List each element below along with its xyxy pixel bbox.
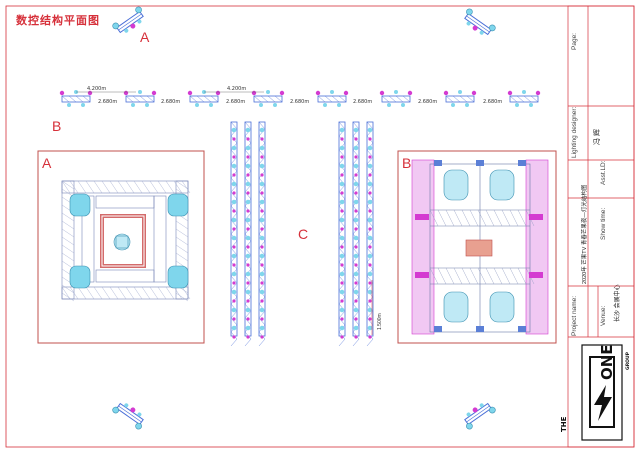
b-row-fixture — [187, 90, 221, 107]
corner-fixture-top-left — [112, 6, 144, 34]
label-c: C — [298, 226, 309, 242]
showtime-label: Show time: — [600, 207, 607, 240]
dim-top-1: 4.200m — [87, 86, 107, 92]
c-column — [338, 121, 346, 347]
b-row-fixture — [123, 90, 157, 107]
dim-bottom-3: 2.680m — [226, 99, 246, 105]
logo-group: GROUP — [626, 352, 631, 370]
project-value: 2020年 芒果TV 青春芒果夜—灯光结构图 — [582, 184, 588, 284]
b-row-fixture — [507, 90, 541, 107]
b-row-fixture — [251, 90, 285, 107]
dim-bottom-6: 2.680m — [418, 99, 438, 105]
b-row-fixtures — [59, 90, 541, 107]
dim-bottom-1: 2.680m — [98, 99, 118, 105]
c-column — [366, 121, 374, 347]
designer-value: 冯 辉 — [594, 129, 601, 145]
title-block-frame — [567, 5, 635, 448]
dim-bottom-5: 2.680m — [353, 99, 373, 105]
c-column — [258, 121, 266, 347]
asst-label: Asst.LD: — [600, 160, 607, 185]
detail-box-a — [37, 150, 205, 344]
page-label: Page: — [571, 33, 578, 50]
dim-bottom-4: 2.680m — [290, 99, 310, 105]
corner-fixture-bottom-right — [464, 402, 496, 430]
c-column — [244, 121, 252, 347]
c-column — [352, 121, 360, 347]
logo-the: THE — [560, 416, 568, 432]
venue-value: 长沙 会展中心 — [615, 284, 621, 322]
project-label: Project name: — [571, 295, 578, 336]
the-one-logo — [581, 344, 623, 441]
corner-fixture-top-right — [464, 8, 496, 36]
b-row-fixture — [59, 90, 93, 107]
venue-label: Venue: — [600, 305, 607, 326]
dim-top-2: 4.200m — [227, 86, 247, 92]
label-a: A — [140, 29, 150, 45]
detail-b-label: B — [402, 155, 412, 171]
b-row-fixture — [443, 90, 477, 107]
dim-bottom-7: 2.680m — [483, 99, 503, 105]
detail-a-label: A — [42, 155, 52, 171]
c-column — [230, 121, 238, 347]
corner-fixture-bottom-left — [112, 402, 144, 430]
logo-one: ONE — [598, 344, 616, 380]
c-column-trusses — [230, 121, 374, 347]
b-row-fixture — [379, 90, 413, 107]
designer-label: Lighting designer: — [571, 106, 578, 158]
drawing-title: 数控结构平面图 — [16, 14, 100, 27]
label-b: B — [52, 118, 62, 134]
b-row-fixture — [315, 90, 349, 107]
detail-box-b — [397, 150, 557, 344]
dim-bottom-2: 2.680m — [161, 99, 181, 105]
